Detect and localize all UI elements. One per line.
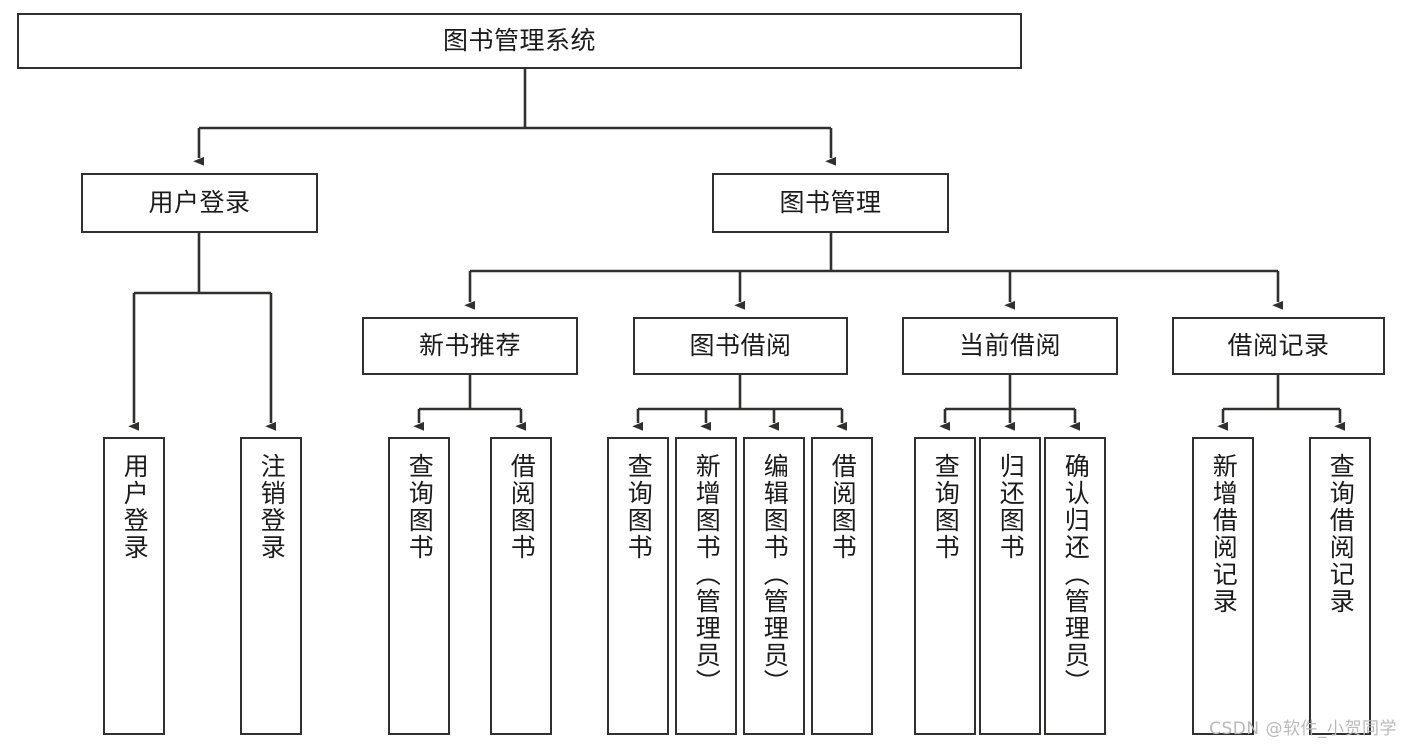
node-label: 图书借阅 <box>689 331 792 361</box>
node-root-library-system[interactable]: 图书管理系统 <box>17 13 1022 69</box>
leaf-label: 确认归还（管理员） <box>1061 453 1091 696</box>
leaf-borrow-add-book-admin[interactable]: 新增图书（管理员） <box>675 437 737 735</box>
node-label: 用户登录 <box>148 188 251 218</box>
leaf-label: 新增借阅记录 <box>1209 453 1239 615</box>
leaf-label: 编辑图书（管理员） <box>760 453 790 696</box>
leaf-current-confirm-return-admin[interactable]: 确认归还（管理员） <box>1044 437 1106 735</box>
node-current-borrow[interactable]: 当前借阅 <box>902 317 1118 375</box>
node-label: 新书推荐 <box>418 331 521 361</box>
node-book-borrow[interactable]: 图书借阅 <box>633 317 848 375</box>
leaf-label: 归还图书 <box>996 453 1026 561</box>
leaf-label: 注销登录 <box>257 453 287 561</box>
leaf-record-add-record[interactable]: 新增借阅记录 <box>1192 437 1254 735</box>
leaf-new-book-query[interactable]: 查询图书 <box>388 437 450 735</box>
leaf-borrow-borrow-book[interactable]: 借阅图书 <box>811 437 873 735</box>
leaf-label: 借阅图书 <box>828 453 858 561</box>
node-label: 借阅记录 <box>1227 331 1330 361</box>
leaf-borrow-query-book[interactable]: 查询图书 <box>607 437 669 735</box>
leaf-label: 查询图书 <box>405 453 435 561</box>
leaf-current-return-book[interactable]: 归还图书 <box>979 437 1041 735</box>
leaf-label: 新增图书（管理员） <box>692 453 722 696</box>
leaf-user-login-logout[interactable]: 注销登录 <box>240 437 302 735</box>
leaf-user-login-login[interactable]: 用户登录 <box>103 437 165 735</box>
leaf-borrow-edit-book-admin[interactable]: 编辑图书（管理员） <box>743 437 805 735</box>
node-book-management[interactable]: 图书管理 <box>712 173 949 233</box>
leaf-label: 查询图书 <box>931 453 961 561</box>
node-label: 图书管理 <box>779 188 882 218</box>
leaf-label: 查询图书 <box>624 453 654 561</box>
node-new-book-recommend[interactable]: 新书推荐 <box>362 317 578 375</box>
node-label: 图书管理系统 <box>442 26 596 56</box>
leaf-label: 查询借阅记录 <box>1326 453 1356 615</box>
leaf-label: 用户登录 <box>120 453 150 561</box>
node-borrow-record[interactable]: 借阅记录 <box>1172 317 1385 375</box>
leaf-new-book-borrow[interactable]: 借阅图书 <box>490 437 552 735</box>
node-user-login[interactable]: 用户登录 <box>81 173 318 233</box>
leaf-label: 借阅图书 <box>507 453 537 561</box>
leaf-record-query-record[interactable]: 查询借阅记录 <box>1309 437 1371 735</box>
leaf-current-query-book[interactable]: 查询图书 <box>914 437 976 735</box>
node-label: 当前借阅 <box>958 331 1061 361</box>
